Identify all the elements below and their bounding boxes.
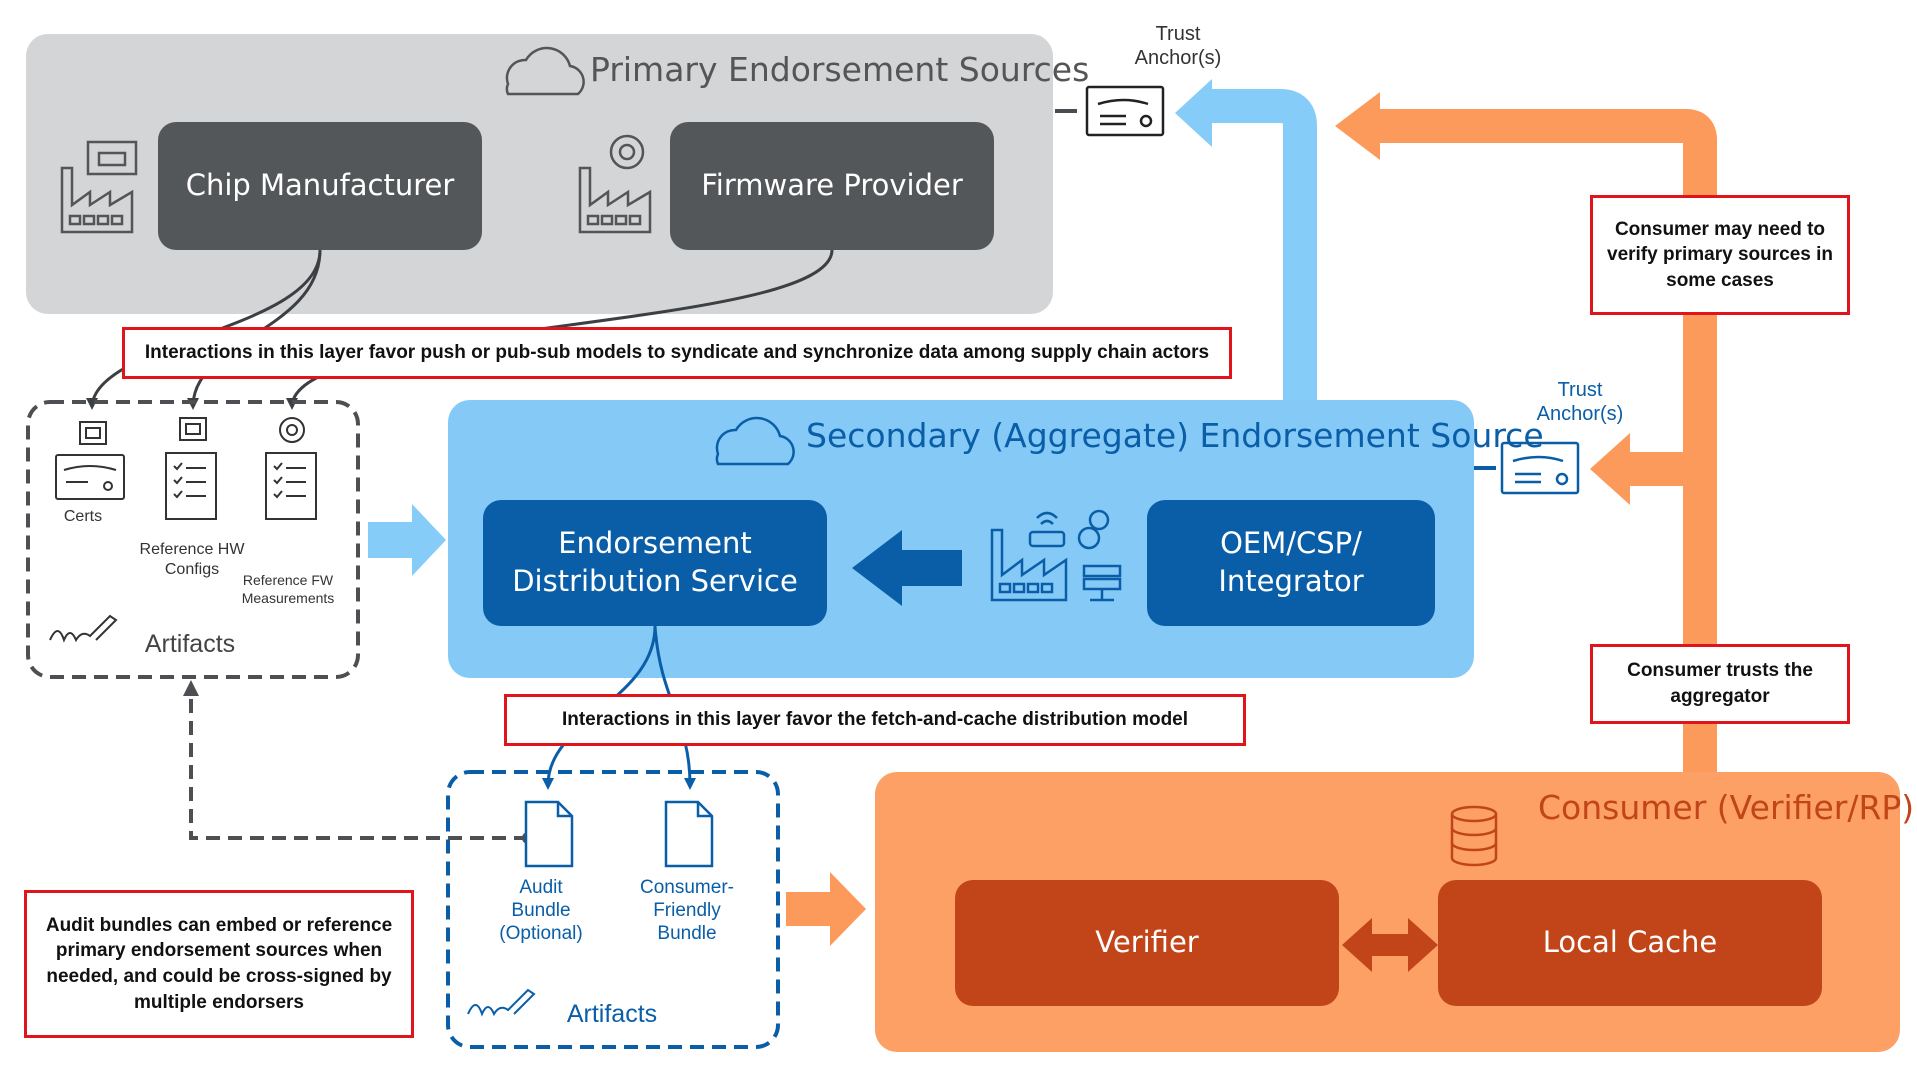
audit-bundle-label: Audit Bundle (Optional): [499, 877, 583, 945]
trust-anchor-right-icon: [1500, 441, 1580, 495]
artifacts-bottom-box: [446, 770, 780, 1049]
audit-to-artifacts-dashed: [189, 690, 528, 840]
certs-label: Certs: [63, 508, 103, 525]
endorsement-distribution-service-node: Endorsement Distribution Service: [483, 500, 827, 626]
cloud-icon: [505, 46, 585, 96]
audit-bundles-callout: Audit bundles can embed or reference pri…: [24, 890, 414, 1038]
oem-label-line2: Integrator: [1218, 564, 1364, 598]
factory-gear-icon: [578, 134, 652, 234]
verify-primary-callout: Consumer may need to verify primary sour…: [1590, 195, 1850, 315]
oem-label-line1: OEM/CSP/: [1220, 526, 1362, 561]
certs-icon: [55, 421, 125, 500]
eds-label-line2: Distribution Service: [512, 564, 798, 598]
verifier-cache-double-arrow: [1342, 918, 1438, 972]
arrowhead-audit: [542, 778, 554, 790]
push-layer-callout: Interactions in this layer favor push or…: [122, 327, 1232, 379]
blue-arrowhead-top: [1175, 79, 1212, 147]
fetch-cache-callout: Interactions in this layer favor the fet…: [504, 694, 1246, 746]
orange-branch: [1628, 452, 1700, 486]
artifacts-left-box: [26, 400, 360, 679]
consumer-friendly-bundle-label: Consumer-Friendly Bundle: [640, 877, 734, 945]
chip-manufacturer-node: Chip Manufacturer: [158, 122, 482, 250]
trust-anchor-top-label: Trust Anchor(s): [1134, 23, 1222, 69]
orange-arrowhead-top: [1335, 92, 1380, 160]
primary-sources-title: Primary Endorsement Sources: [590, 50, 1090, 89]
signature-icon: [49, 614, 118, 643]
consumer-title: Consumer (Verifier/RP): [1538, 788, 1915, 827]
audit-bundle-doc-icon: [524, 800, 574, 868]
fw-measurement-icon: [265, 417, 317, 520]
orange-verify-path: [1380, 109, 1717, 772]
trust-anchor-top-icon: [1085, 85, 1165, 137]
artifacts-to-eds-arrow: [368, 504, 446, 576]
consumer-bundle-doc-icon: [664, 800, 714, 868]
orange-arrowhead-right: [1590, 433, 1630, 505]
arrowhead-audit-to-artifacts: [183, 680, 199, 696]
reference-fw-measurements-label: Reference FW Measurements: [241, 572, 335, 606]
blue-up-path: [1212, 89, 1317, 400]
artifacts-bottom-title: Artifacts: [566, 1000, 658, 1028]
factory-chip-icon: [60, 140, 138, 234]
firmware-provider-node: Firmware Provider: [670, 122, 994, 250]
trusts-aggregator-callout: Consumer trusts the aggregator: [1590, 644, 1850, 724]
trust-anchor-right-label: Trust Anchor(s): [1536, 379, 1624, 425]
eds-label-line1: Endorsement: [558, 526, 752, 561]
signature-icon-blue: [467, 988, 536, 1017]
database-icon: [1450, 805, 1498, 867]
verifier-node: Verifier: [955, 880, 1339, 1006]
oem-csp-integrator-node: OEM/CSP/ Integrator: [1147, 500, 1435, 626]
arrowhead-bundle: [684, 778, 696, 790]
cloud-icon-secondary: [715, 416, 795, 466]
artifacts-to-consumer-arrow: [786, 872, 866, 946]
reference-hw-configs-label: Reference HW Configs: [139, 541, 245, 578]
hw-config-icon: [165, 417, 217, 520]
artifacts-left-title: Artifacts: [144, 630, 236, 658]
secondary-source-title: Secondary (Aggregate) Endorsement Source: [806, 416, 1544, 455]
local-cache-node: Local Cache: [1438, 880, 1822, 1006]
oem-factory-icon: [990, 509, 1122, 602]
oem-to-eds-arrow-main: [852, 530, 962, 606]
